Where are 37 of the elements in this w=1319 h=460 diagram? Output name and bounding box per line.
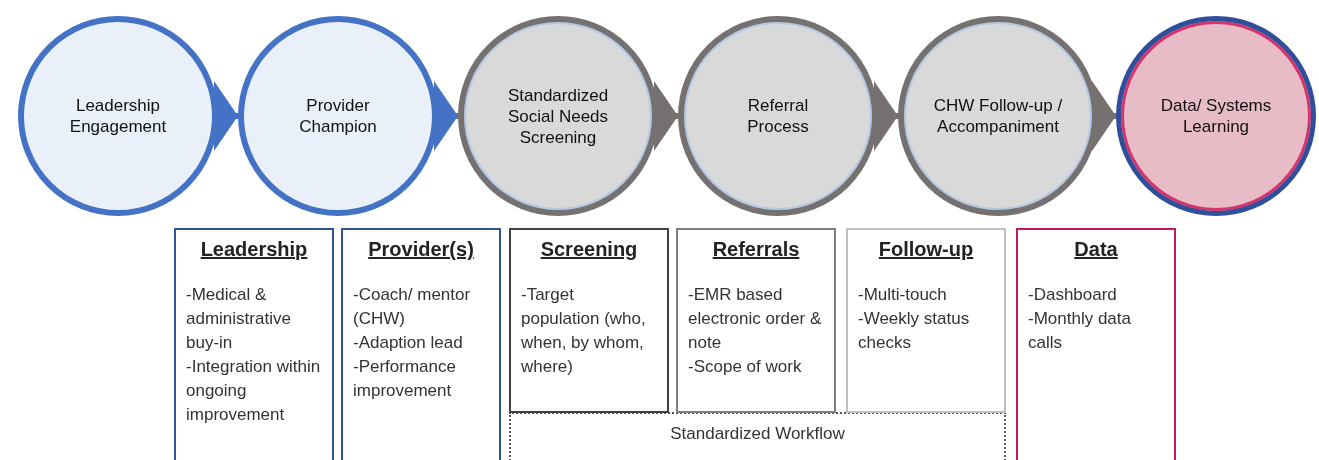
info-card (846, 228, 1006, 413)
list-item: -Performance improvement (353, 356, 457, 402)
card-heading: Referrals (711, 238, 801, 261)
info-card (341, 228, 501, 460)
stage-label: Standardized Social Needs Screening (506, 84, 610, 148)
stage-label: Leadership Engagement (68, 95, 168, 137)
arrow (214, 81, 238, 151)
info-card (509, 228, 669, 413)
card-heading: Data (1073, 238, 1119, 261)
card-heading: Screening (539, 238, 639, 261)
list-item: -Weekly status checks (858, 308, 971, 354)
stage-label: CHW Follow-up / Accompaniment (932, 95, 1064, 137)
workflow-band (509, 412, 1006, 460)
arrow (1092, 81, 1116, 151)
list-item: -Monthly data calls (1028, 308, 1132, 354)
list-item: -Adaption lead (353, 332, 464, 354)
info-card (676, 228, 836, 413)
arrow (434, 81, 458, 151)
list-item: -Integration within ongoing improvement (186, 356, 322, 426)
list-item: -Target population (who, when, by whom, where) (521, 284, 647, 378)
card-heading: Follow-up (877, 238, 975, 261)
list-item: -Dashboard (1028, 284, 1118, 306)
info-card (174, 228, 334, 460)
band-label: Standardized Workflow (669, 423, 846, 445)
list-item: -EMR based electronic order & note (688, 284, 823, 354)
list-item: -Medical & administrative buy-in (186, 284, 292, 354)
stage-label: Referral Process (746, 95, 810, 137)
list-item: -Multi-touch (858, 284, 948, 306)
stage-label: Data/ Systems Learning (1159, 95, 1273, 137)
info-card (1016, 228, 1176, 460)
list-item: -Coach/ mentor (CHW) (353, 284, 472, 330)
list-item: -Scope of work (688, 356, 803, 378)
arrow (654, 81, 678, 151)
arrow (874, 81, 898, 151)
card-heading: Provider(s) (367, 238, 475, 261)
card-heading: Leadership (199, 238, 309, 261)
stage-label: Provider Champion (298, 95, 378, 137)
